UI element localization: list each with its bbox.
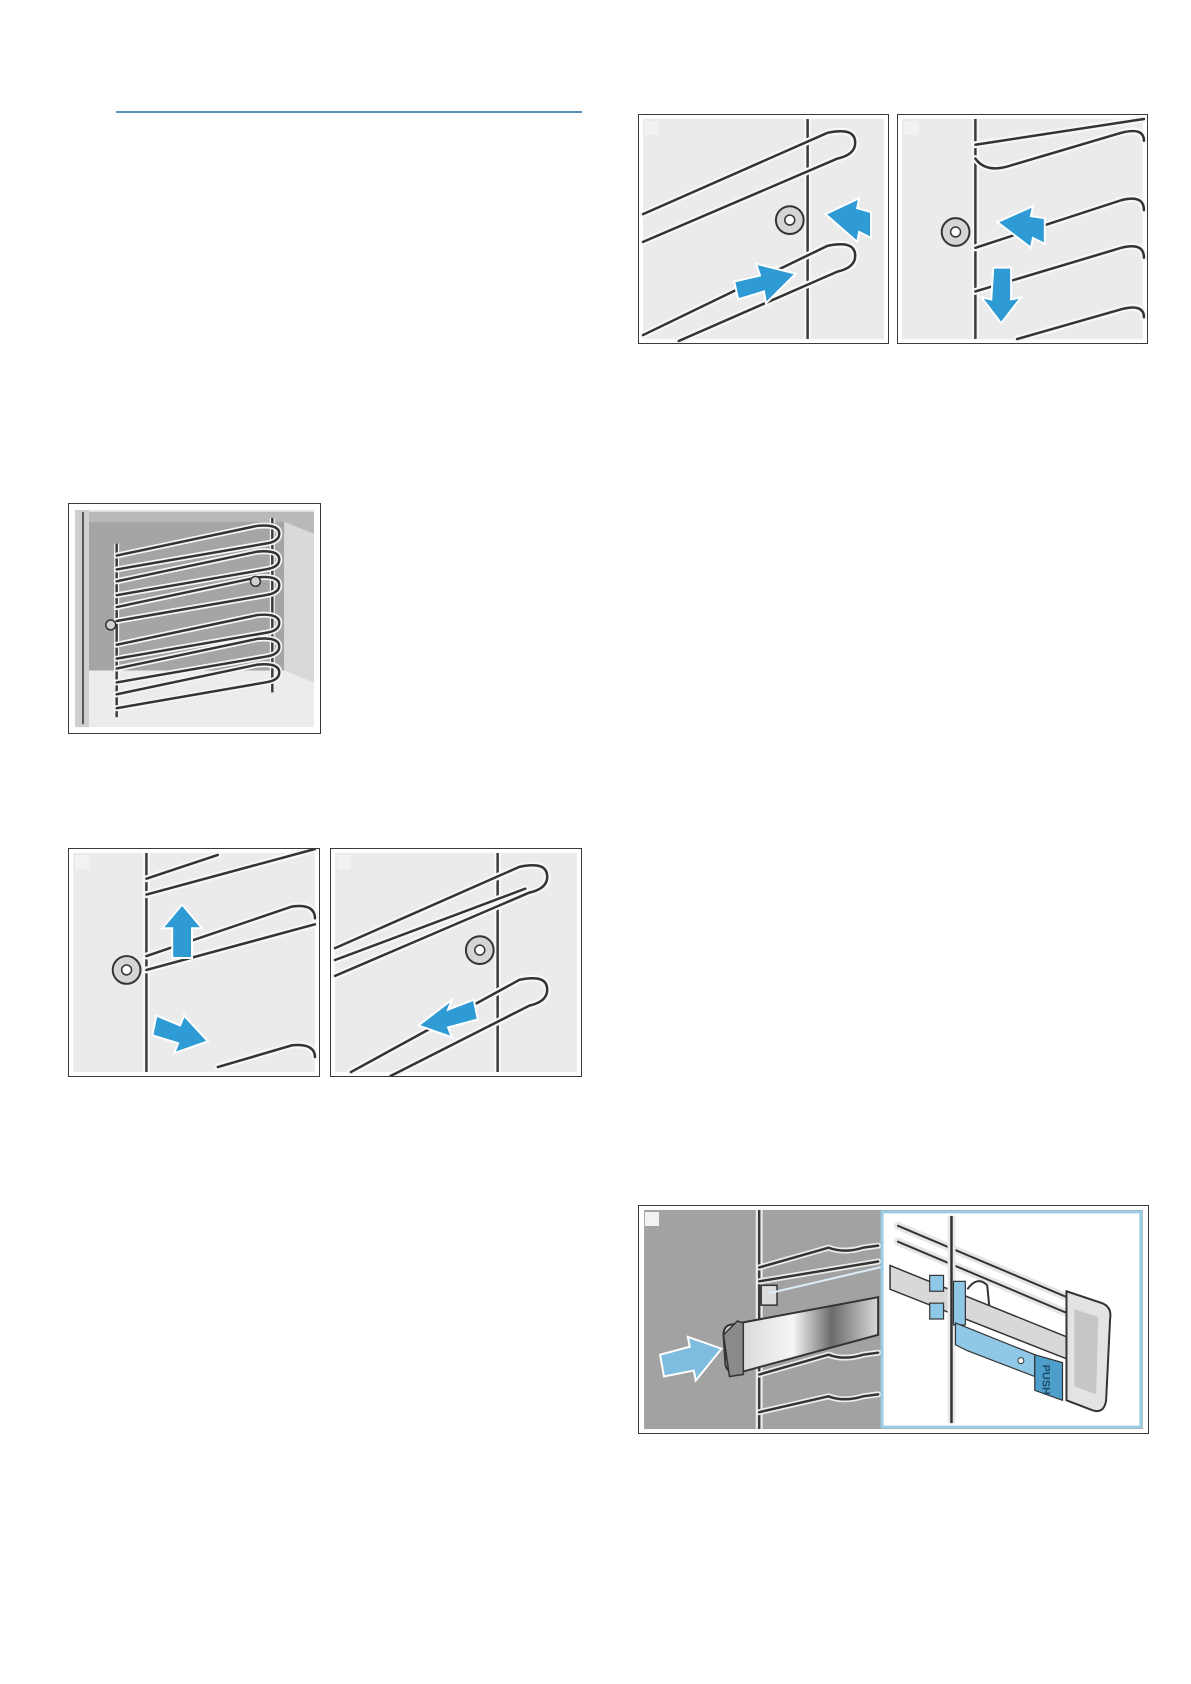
step-badge <box>904 121 918 135</box>
refit-step-1-figure <box>638 114 889 344</box>
step-badge <box>645 1212 659 1226</box>
push-release-icon: PUSH <box>639 1206 1148 1433</box>
pull-out-rail-release-figure: PUSH <box>638 1205 1149 1434</box>
lift-and-pull-arrows-icon <box>69 849 319 1076</box>
shelf-support-overview-figure <box>68 503 321 734</box>
oven-shelf-rails-icon <box>69 504 320 733</box>
section-heading-rule <box>116 111 582 113</box>
remove-step-1-figure <box>68 848 320 1077</box>
push-down-arrows-icon <box>898 115 1147 343</box>
push-tab-label: PUSH <box>1040 1365 1052 1395</box>
step-badge <box>337 855 351 869</box>
pull-out-arrow-icon <box>331 849 581 1076</box>
step-badge <box>75 855 89 869</box>
refit-step-2-figure <box>897 114 1148 344</box>
insert-arrows-icon <box>639 115 888 343</box>
remove-step-2-figure <box>330 848 582 1077</box>
step-badge <box>645 121 659 135</box>
